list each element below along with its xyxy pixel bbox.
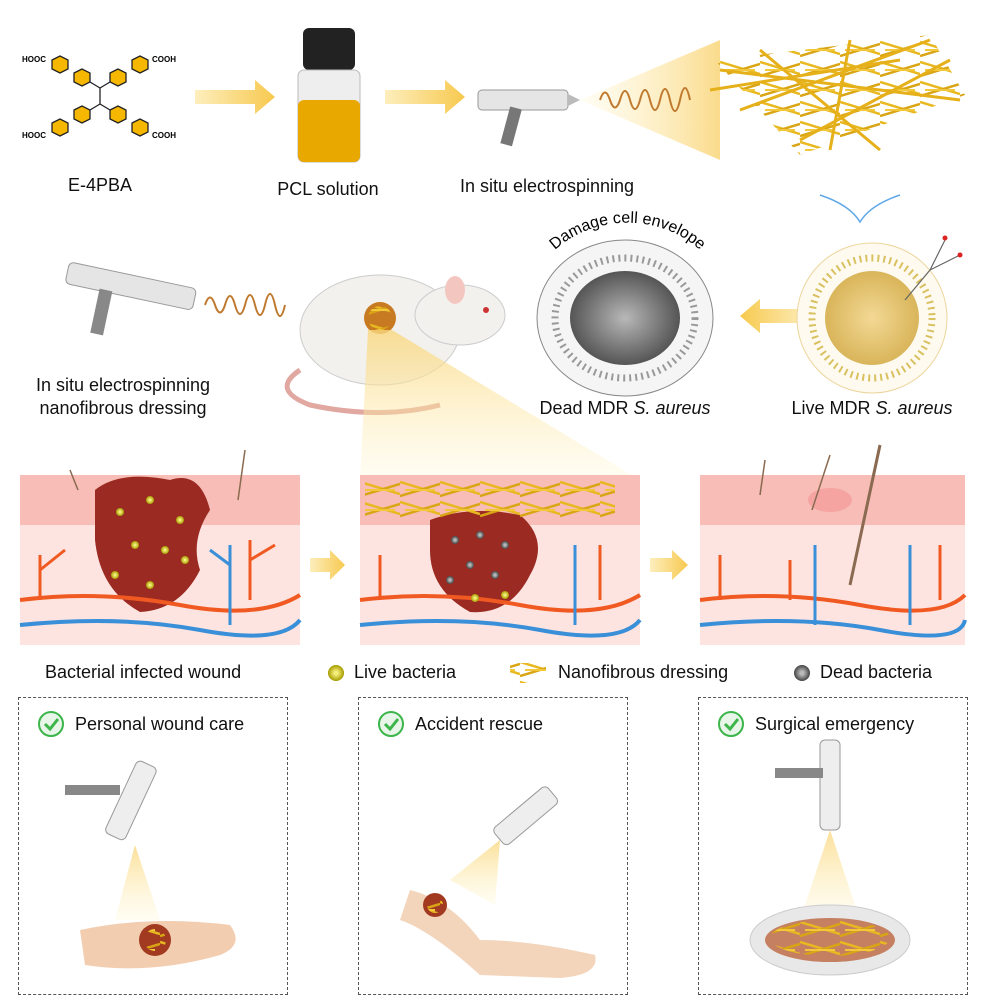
skin-panel-infected <box>19 449 302 645</box>
molecule-group-1: HOOC <box>22 55 46 64</box>
dead-label-prefix: Dead MDR <box>539 398 634 418</box>
skin-panel-treated <box>359 475 642 645</box>
pcl-solution-label: PCL solution <box>277 179 379 199</box>
curved-arrow-icon <box>819 194 901 224</box>
live-mdr-label: Live MDR S. aureus <box>791 397 952 420</box>
nanofiber-mat <box>709 35 965 155</box>
legend-dressing-label: Nanofibrous dressing <box>558 662 729 682</box>
pcl-vial-icon <box>297 28 361 163</box>
molecule-group-3: HOOC <box>22 131 46 140</box>
arrow-right-icon <box>310 550 345 580</box>
dead-bacteria-icon <box>794 665 810 681</box>
e4pba-molecule <box>51 55 149 137</box>
dressing-label-line1: In situ electrospinning <box>35 375 211 395</box>
live-label-prefix: Live MDR <box>791 398 876 418</box>
dead-mdr-label: Dead MDR S. aureus <box>539 397 710 420</box>
arrow-left-icon <box>740 299 810 333</box>
molecule-group-2: COOH <box>152 55 176 64</box>
live-bacterium-cell <box>796 235 963 394</box>
scenario-title: Personal wound care <box>75 713 245 734</box>
scenario-surgical-emergency: Surgical emergency <box>698 697 968 995</box>
scenario-title: Surgical emergency <box>755 713 915 734</box>
check-circle-icon <box>718 711 744 737</box>
dead-label-species: S. aureus <box>633 398 711 418</box>
handheld-electrospinner-icon <box>65 262 197 336</box>
dressing-label-line2: nanofibrous dressing <box>39 398 207 418</box>
dead-bacterium-cell <box>536 239 714 397</box>
nanofiber-icon <box>510 663 546 683</box>
wrist-application-illustration <box>65 760 236 969</box>
arrow-right-icon <box>195 80 275 114</box>
check-circle-icon <box>378 711 404 737</box>
arrow-right-icon <box>385 80 465 114</box>
legend-wound-label: Bacterial infected wound <box>45 662 242 682</box>
leg-application-illustration <box>400 786 596 978</box>
scenario-title: Accident rescue <box>415 713 544 734</box>
electrospinning-label: In situ electrospinning <box>459 176 635 196</box>
legend-dead-label: Dead bacteria <box>820 662 933 682</box>
legend-live-label: Live bacteria <box>354 662 457 682</box>
molecule-group-4: COOH <box>152 131 176 140</box>
scenario-accident-rescue: Accident rescue <box>358 697 628 995</box>
arrow-right-icon <box>650 550 688 580</box>
spray-beam <box>360 330 640 480</box>
live-bacteria-icon <box>328 665 344 681</box>
fiber-spiral-icon <box>599 87 691 112</box>
surgery-application-illustration <box>749 739 911 976</box>
scenario-personal-wound-care: Personal wound care <box>18 697 288 995</box>
live-label-species: S. aureus <box>875 398 953 418</box>
fiber-spiral-icon <box>204 293 286 317</box>
e4pba-label: E-4PBA <box>67 175 133 195</box>
electrospinner-device-icon <box>477 89 580 147</box>
dressing-label: In situ electrospinning nanofibrous dres… <box>36 374 210 420</box>
skin-panel-healed <box>699 444 967 645</box>
check-circle-icon <box>38 711 64 737</box>
